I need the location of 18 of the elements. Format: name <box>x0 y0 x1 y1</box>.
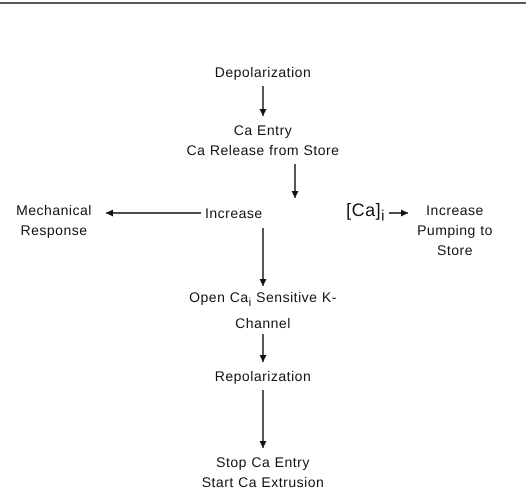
arrow <box>106 210 201 216</box>
node-label: Ca Release from Store <box>186 141 340 160</box>
arrow <box>292 164 298 198</box>
arrow <box>260 86 266 116</box>
node-label: Start Ca Extrusion <box>202 473 324 492</box>
arrow <box>260 390 266 448</box>
node-label: Increase Pumping to Store <box>416 201 494 260</box>
arrow <box>260 334 266 362</box>
arrow <box>260 228 266 286</box>
node-label: Stop Ca Entry <box>216 453 310 472</box>
node-label: Open Ca$_{i}$ Sensitive K-Channel <box>188 288 338 333</box>
node-label: Mechanical Response <box>15 201 93 240</box>
node-label: [Ca]$_{i}$ <box>346 200 385 226</box>
node-label: Increase <box>205 204 263 223</box>
node-label: Depolarization <box>214 63 312 82</box>
arrow <box>389 210 408 216</box>
node-label: Repolarization <box>214 367 312 386</box>
node-label: Ca Entry <box>234 121 292 140</box>
